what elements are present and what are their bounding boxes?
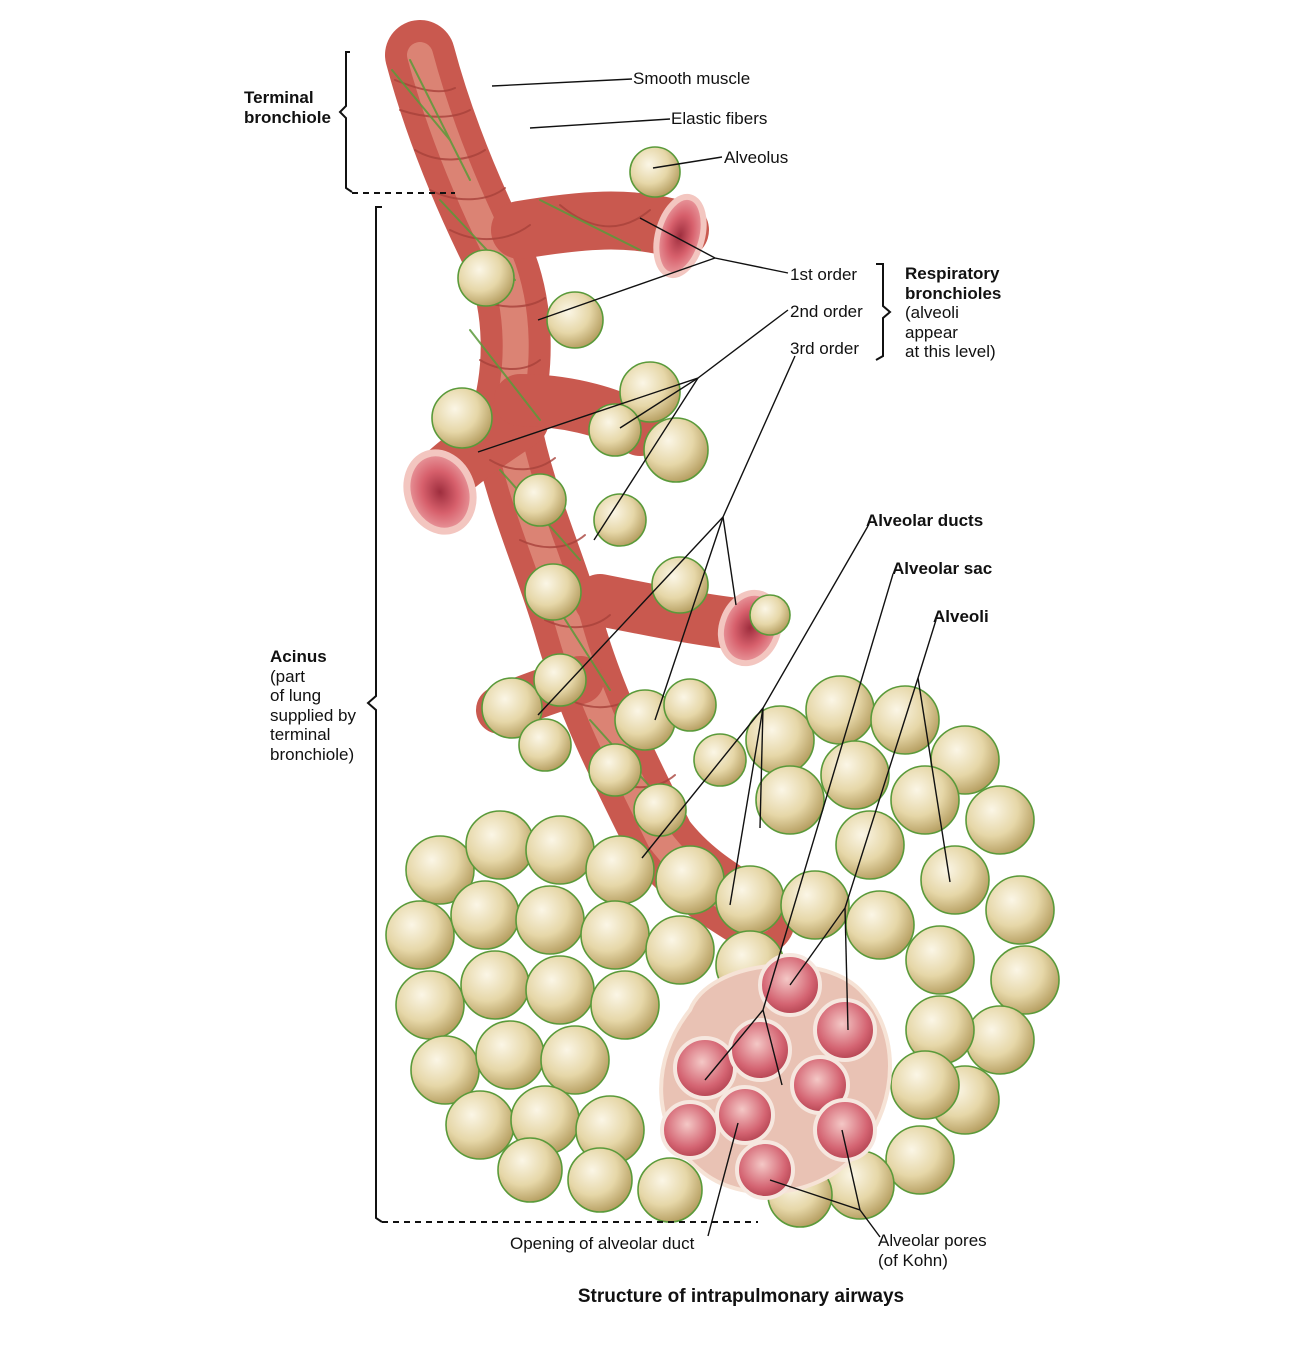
tube-highlight — [407, 42, 773, 933]
alveolar-ducts-label: Alveolar ducts — [866, 511, 984, 530]
bronchiole-alveoli — [431, 146, 791, 837]
terminal-bronchiole-label: Terminal bronchiole — [244, 88, 331, 127]
alveolar-sac-label: Alveolar sac — [892, 559, 993, 578]
bronchiole-opening-icon — [403, 449, 477, 535]
opened-alveolar-sac — [659, 953, 892, 1200]
bronchiole-opening-icon — [653, 193, 707, 279]
alveolus-label: Alveolus — [724, 148, 789, 167]
figure-caption: Structure of intrapulmonary airways — [577, 1286, 905, 1307]
acinus-label: Acinus (part of lung supplied by termina… — [270, 647, 357, 764]
leader-lines — [477, 78, 951, 1238]
second-order-label: 2nd order — [790, 302, 863, 321]
smooth-muscle-label: Smooth muscle — [633, 69, 751, 88]
alveolar-pore-icon — [660, 953, 877, 1200]
opening-of-alveolar-duct-label: Opening of alveolar duct — [510, 1234, 695, 1253]
terminal-bronchiole-bracket — [338, 51, 353, 193]
brackets — [338, 51, 892, 1223]
alveoli-label: Alveoli — [933, 607, 989, 626]
respiratory-bronchioles-label: Respiratory bronchioles (alveoli appear … — [905, 264, 1002, 361]
third-order-label: 3rd order — [790, 339, 859, 358]
first-order-label: 1st order — [790, 265, 858, 284]
respiratory-bronchioles-bracket — [875, 263, 892, 361]
alveolar-pores-label: Alveolar pores (of Kohn) — [878, 1231, 987, 1270]
acinus-bracket — [366, 206, 383, 1223]
elastic-fibers-label: Elastic fibers — [671, 109, 768, 128]
